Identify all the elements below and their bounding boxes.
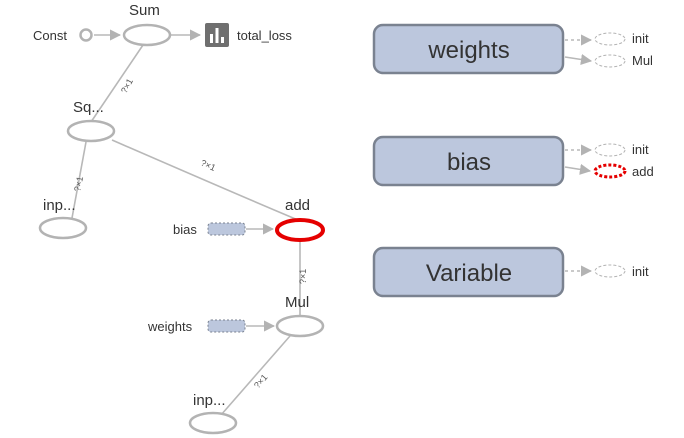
- edge-label-input-mul: ?×1: [252, 372, 270, 390]
- edge-label-square-sum: ?×1: [119, 77, 135, 95]
- node-add-shape: [275, 218, 325, 242]
- node-total-loss[interactable]: total_loss: [205, 23, 292, 47]
- edge-input-square: [71, 141, 87, 219]
- node-input-1-shape: [38, 216, 88, 240]
- aux-weights-out-mul: Mul: [632, 53, 653, 68]
- node-const-shape: [79, 28, 93, 42]
- aux-node-bias[interactable]: bias init add: [372, 135, 654, 187]
- aux-weights-init-stub: [594, 32, 626, 46]
- node-input-1[interactable]: inp...: [38, 197, 88, 240]
- node-add-label: add: [285, 197, 310, 214]
- aux-node-variable-box: [372, 246, 565, 298]
- aux-bias-out-init: init: [632, 142, 649, 157]
- node-const-label: Const: [33, 28, 67, 43]
- node-weights-ref-label: weights: [147, 319, 193, 334]
- edge-square-sum: [90, 44, 144, 123]
- aux-variable-out-init: init: [632, 264, 649, 279]
- node-mul-shape: [275, 314, 325, 338]
- node-bias-ref-shape: [207, 222, 246, 236]
- node-bias-ref-label: bias: [173, 222, 197, 237]
- node-weights-ref[interactable]: weights: [147, 319, 246, 334]
- edge-input-mul: [220, 335, 291, 416]
- aux-node-bias-label: bias: [447, 149, 491, 176]
- node-add[interactable]: add: [275, 197, 325, 242]
- aux-node-weights-label: weights: [427, 37, 509, 64]
- node-sum[interactable]: Sum: [122, 2, 172, 47]
- edge-label-add-square: ?×1: [199, 158, 217, 173]
- node-input-2-label: inp...: [193, 392, 226, 409]
- aux-node-weights-box: [372, 23, 565, 75]
- edge-label-mul-add: ?×1: [298, 269, 308, 284]
- node-square-label: Sq...: [73, 99, 104, 116]
- node-input-1-label: inp...: [43, 197, 76, 214]
- graph-edges: [71, 29, 301, 416]
- node-sum-shape: [122, 23, 172, 47]
- aux-variable-init-stub: [594, 264, 626, 278]
- node-input-2[interactable]: inp...: [188, 392, 238, 435]
- aux-bias-out-add: add: [632, 164, 654, 179]
- node-total-loss-label: total_loss: [237, 28, 292, 43]
- node-sum-label: Sum: [129, 2, 160, 19]
- node-bias-ref[interactable]: bias: [173, 222, 246, 237]
- edge-label-input-square: ?×1: [72, 175, 85, 192]
- aux-node-weights[interactable]: weights init Mul: [372, 23, 653, 75]
- aux-weights-mul-stub: [594, 54, 626, 68]
- node-const[interactable]: Const: [33, 28, 93, 43]
- aux-weights-out-init: init: [632, 31, 649, 46]
- node-mul-label: Mul: [285, 294, 309, 311]
- node-mul[interactable]: Mul: [275, 294, 325, 338]
- node-square-shape: [66, 119, 116, 143]
- aux-bias-init-stub: [594, 143, 626, 157]
- node-weights-ref-shape: [207, 319, 246, 333]
- edge-square-add: [111, 139, 299, 221]
- aux-node-variable-label: Variable: [426, 260, 512, 287]
- aux-node-variable[interactable]: Variable init: [372, 246, 649, 298]
- aux-node-bias-box: [372, 135, 565, 187]
- node-square[interactable]: Sq...: [66, 99, 116, 143]
- node-input-2-shape: [188, 411, 238, 435]
- aux-bias-add-stub: [593, 163, 627, 179]
